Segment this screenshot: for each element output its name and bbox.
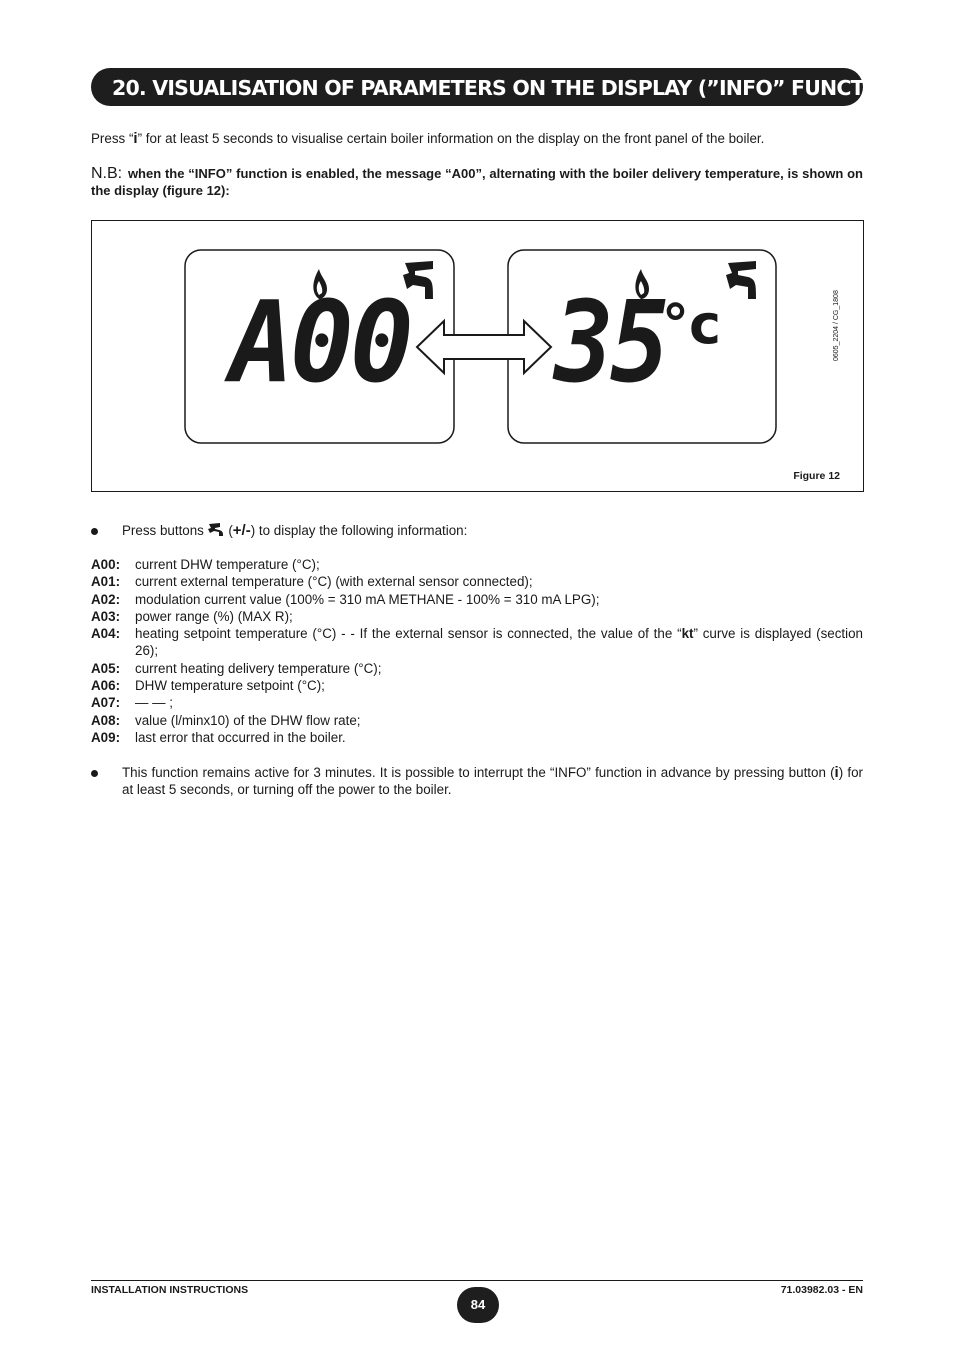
tap-icon (403, 261, 433, 299)
parameter-code: A04: (91, 626, 121, 642)
parameter-row: A03: power range (%) (MAX R); (91, 608, 863, 625)
intro-paragraph: Press “i” for at least 5 seconds to visu… (91, 130, 863, 147)
tap-icon (207, 523, 223, 536)
parameter-description: current DHW temperature (°C); (135, 557, 320, 572)
page-number: 84 (457, 1287, 499, 1323)
tap-icon (726, 261, 756, 299)
parameter-description: value (l/minx10) of the DHW flow rate; (135, 712, 361, 728)
bullet-dot (91, 770, 98, 777)
intro-text-end: ” for at least 5 seconds to visualise ce… (137, 131, 765, 146)
figure-code: 0605_2204 / CG_1808 (833, 290, 840, 361)
info-key-label: i (133, 130, 138, 147)
parameter-code: A09: (91, 729, 121, 745)
bullet1-text-start: Press buttons (122, 523, 208, 538)
display-illustration: A00 35 °c (184, 249, 777, 444)
parameter-code: A03: (91, 608, 121, 624)
parameter-code: A07: (91, 695, 121, 711)
parameter-description: — — ; (135, 695, 173, 711)
nb-note: N.B: when the “INFO” function is enabled… (91, 165, 863, 199)
footer-section-label: INSTALLATION INSTRUCTIONS (91, 1284, 249, 1296)
plus-minus-buttons-label: +/- (232, 522, 251, 539)
parameter-description: last error that occurred in the boiler. (135, 729, 346, 745)
parameter-row: A05: current heating delivery temperatur… (91, 660, 863, 677)
parameter-description: modulation current value (100% = 310 mA … (135, 591, 600, 607)
footer-divider (91, 1280, 863, 1281)
parameter-row: A09: last error that occurred in the boi… (91, 729, 863, 746)
parameter-description: power range (%) (MAX R); (135, 608, 293, 624)
parameter-row: A06: DHW temperature setpoint (°C); (91, 677, 863, 694)
right-lcd-readout: 35 (552, 278, 666, 408)
bullet1-paren-open: ( (224, 523, 233, 538)
parameter-description: DHW temperature setpoint (°C); (135, 678, 325, 694)
alternate-arrow (415, 318, 553, 376)
bullet-dot (91, 528, 98, 535)
flame-icon (635, 269, 649, 299)
bullet2-text-end: ) for at least 5 seconds, or turning off… (122, 765, 863, 797)
parameter-row: A08: value (l/minx10) of the DHW flow ra… (91, 712, 863, 729)
section-title: 20. VISUALISATION OF PARAMETERS ON THE D… (112, 76, 913, 100)
figure-caption: Figure 12 (793, 470, 840, 482)
parameter-row: A02: modulation current value (100% = 31… (91, 591, 863, 608)
footer-doc-code: 71.03982.03 - EN (780, 1284, 863, 1296)
parameter-description: current external temperature (°C) (with … (135, 574, 533, 590)
kt-curve-label: kt (681, 626, 694, 642)
parameter-row: A00: current DHW temperature (°C); (91, 556, 863, 573)
info-key-label: i (834, 764, 839, 781)
parameter-code: A02: (91, 591, 121, 607)
parameter-code: A08: (91, 712, 121, 728)
parameter-code: A00: (91, 557, 121, 572)
intro-text-start: Press “ (91, 131, 134, 146)
parameter-row: A04: heating setpoint temperature (°C) -… (91, 625, 863, 660)
bullet1-text-end: ) to display the following information: (250, 523, 468, 538)
parameter-code: A06: (91, 678, 121, 694)
parameter-row: A01: current external temperature (°C) (… (91, 573, 863, 590)
figure-12: A00 35 °c 0605_2204 / CG_1808 Figure 12 (91, 220, 864, 492)
section-title-bar: 20. VISUALISATION OF PARAMETERS ON THE D… (91, 68, 913, 106)
left-lcd-readout: A00 (223, 278, 410, 408)
parameter-list: A00: current DHW temperature (°C); A01: … (91, 556, 863, 746)
bullet2-text-start: This function remains active for 3 minut… (122, 765, 835, 780)
parameter-description: current heating delivery temperature (°C… (135, 660, 382, 676)
parameter-code: A01: (91, 574, 121, 590)
nb-text: when the “INFO” function is enabled, the… (91, 166, 863, 198)
right-lcd-unit: °c (662, 293, 721, 356)
parameter-code: A05: (91, 660, 121, 676)
nb-label: N.B: (91, 165, 123, 182)
parameter-row: A07: — — ; (91, 694, 863, 711)
parameter-description: heating setpoint temperature (°C) - - If… (135, 626, 864, 659)
flame-icon (313, 269, 327, 299)
